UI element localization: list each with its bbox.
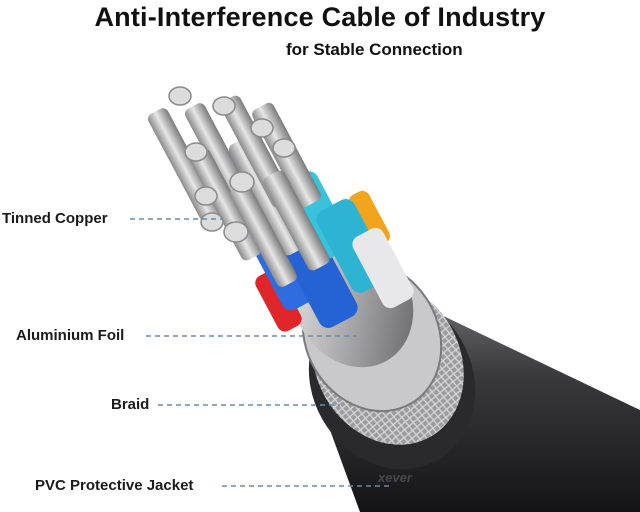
label-aluminium-foil: Aluminium Foil [16,327,125,344]
core-red [255,270,302,332]
label-braid: Braid [111,396,150,413]
brand-watermark: xever [378,470,412,485]
label-tinned-copper: Tinned Copper [2,210,108,227]
core-white [352,227,414,309]
page-subtitle: for Stable Connection [286,40,463,59]
tinned-copper-strands [148,86,330,287]
leader-lines [130,218,392,487]
page-title: Anti-Interference Cable of Industry [94,2,546,32]
label-pvc-jacket: PVC Protective Jacket [35,477,194,494]
